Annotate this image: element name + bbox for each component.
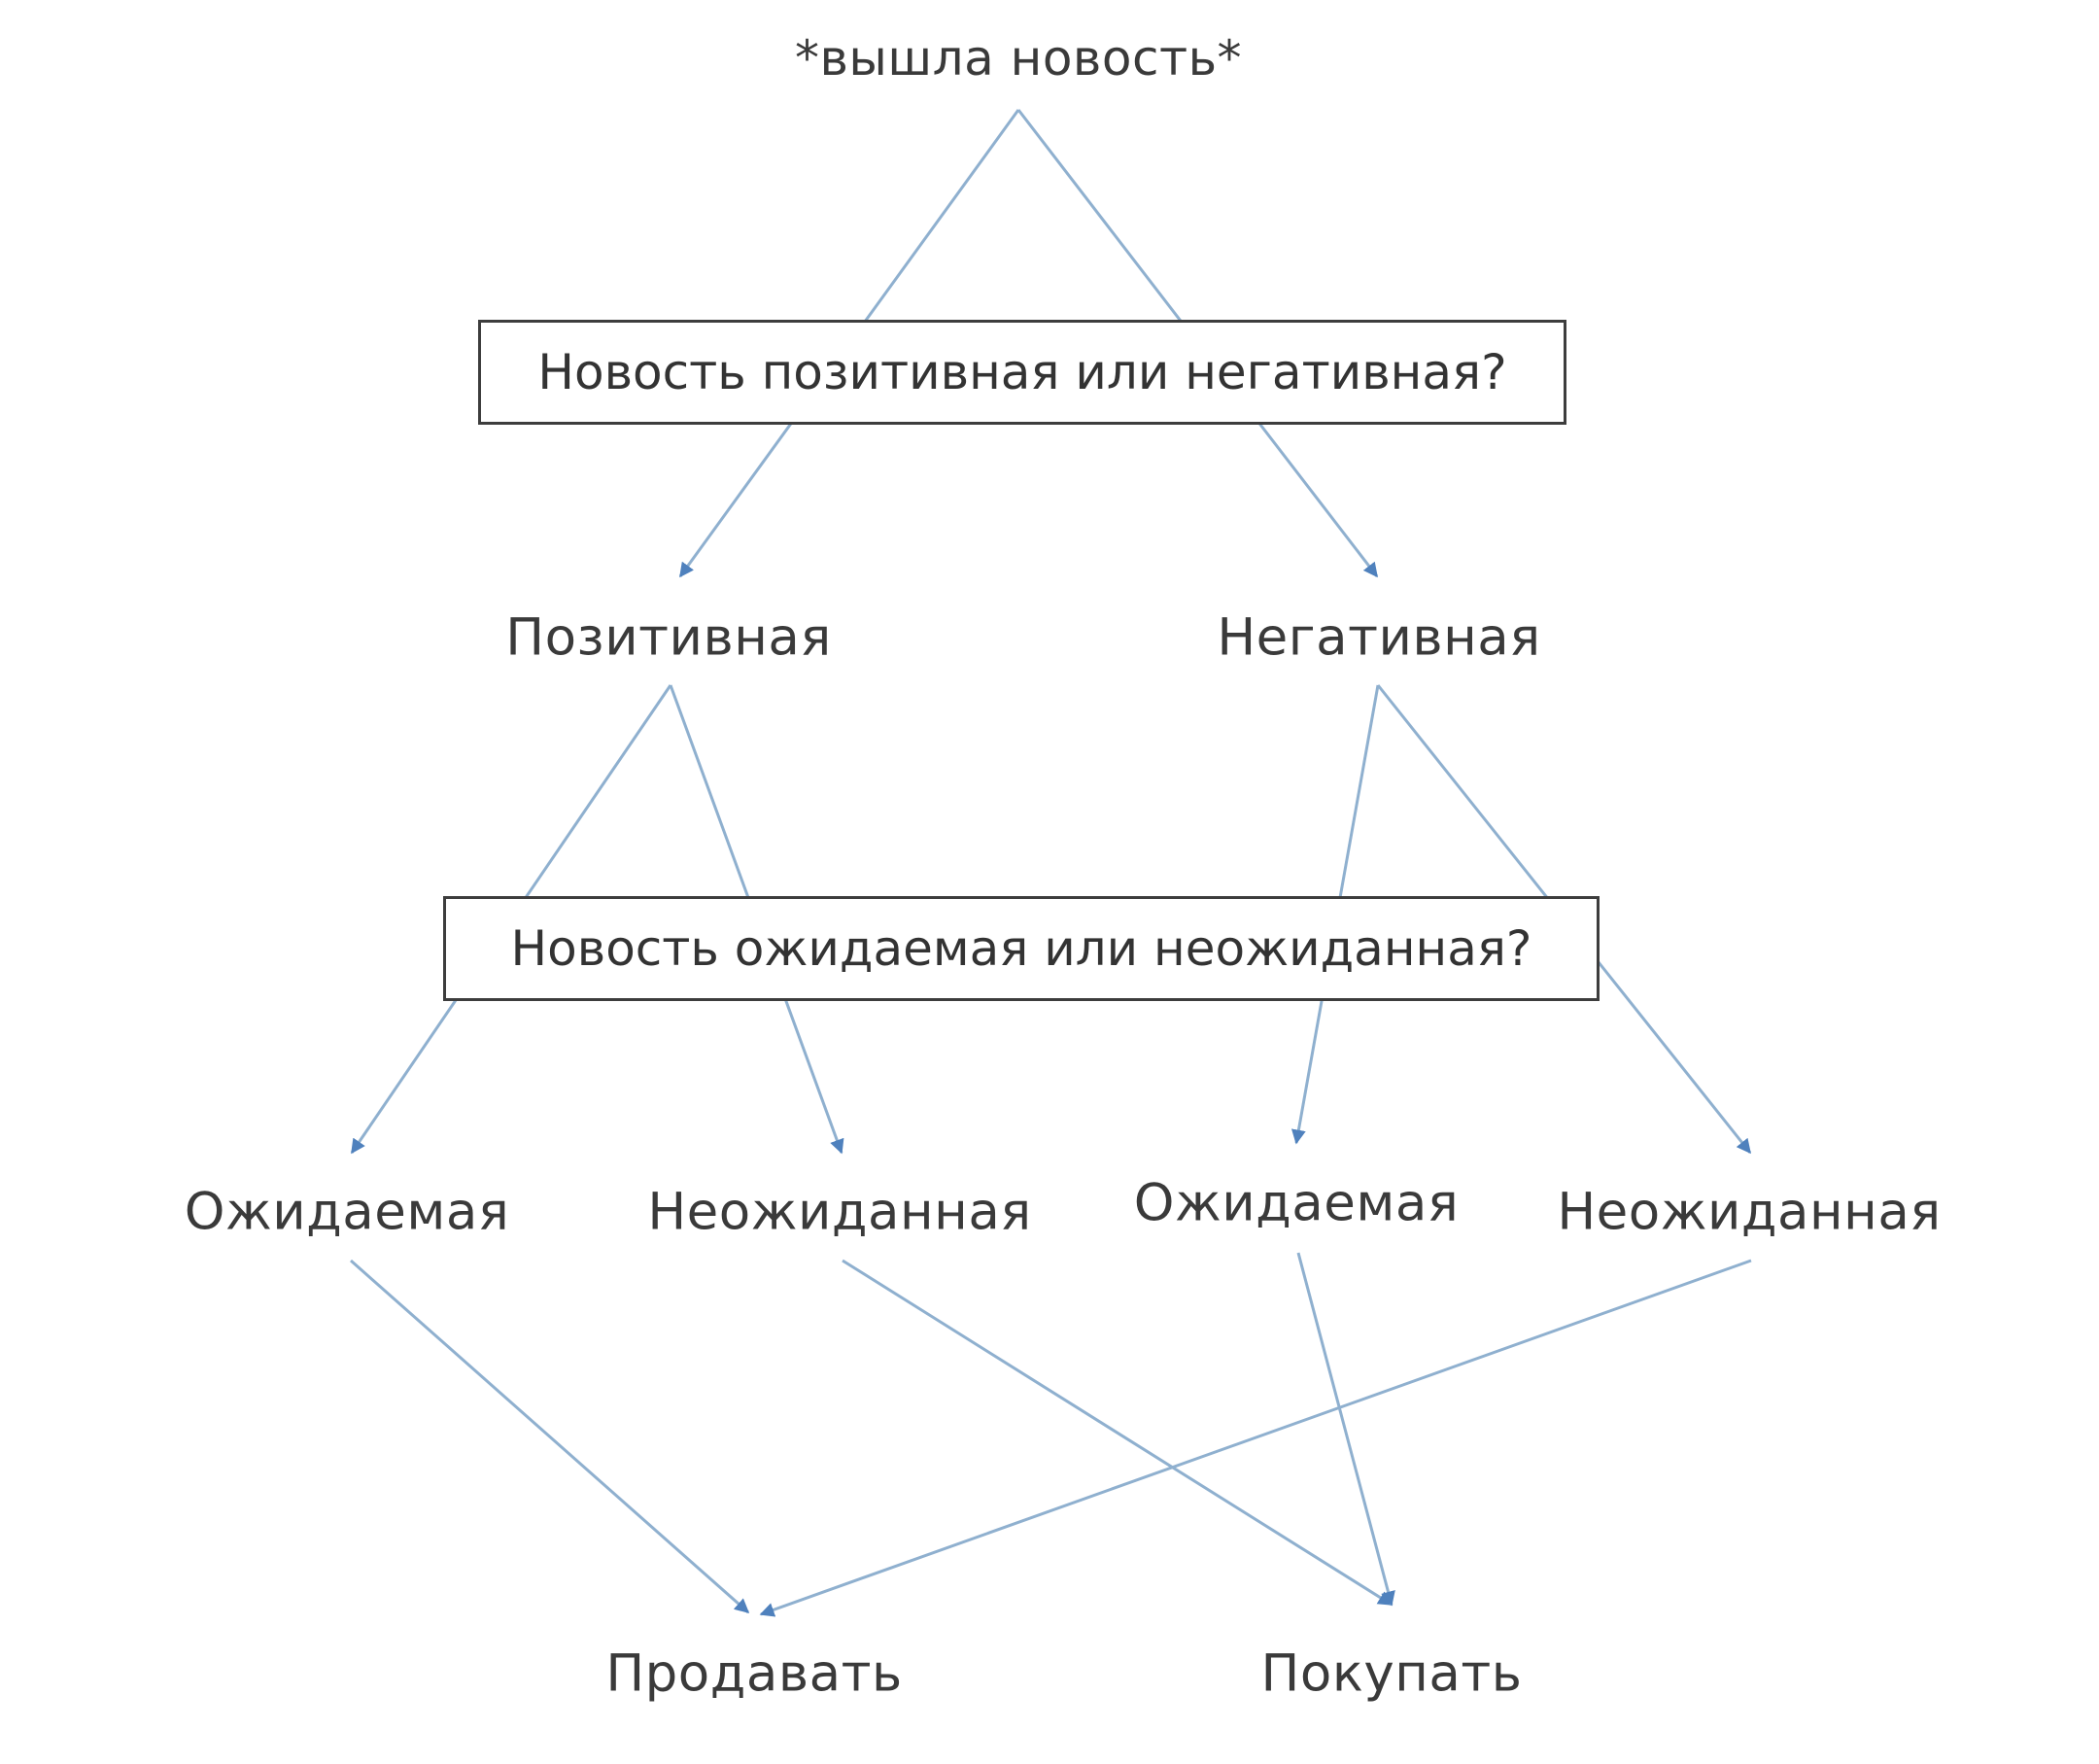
outcome-buy: Покупать (1260, 1643, 1523, 1704)
node-positive-unexpected: Неожиданная (647, 1182, 1032, 1242)
node-positive-expected: Ожидаемая (184, 1182, 510, 1242)
edge-neg-expected-to-buy (1296, 1252, 1395, 1607)
question-box-sentiment: Новость позитивная или негативная? (478, 320, 1566, 425)
node-positive: Позитивная (505, 607, 832, 668)
root-label: *вышла новость* (794, 30, 1243, 86)
node-negative-unexpected: Неожиданная (1557, 1182, 1942, 1242)
question-expectation-text: Новость ожидаемая или неожиданная? (510, 920, 1532, 977)
question-sentiment-text: Новость позитивная или негативная? (537, 344, 1507, 400)
edge-neg-unexpected-to-sell (759, 1259, 1752, 1617)
node-negative: Негативная (1217, 607, 1541, 668)
question-box-expectation: Новость ожидаемая или неожиданная? (443, 896, 1600, 1001)
node-negative-expected: Ожидаемая (1133, 1173, 1460, 1233)
edge-pos-expected-to-sell (350, 1259, 750, 1614)
edge-pos-unexpected-to-buy (842, 1259, 1394, 1607)
outcome-sell: Продавать (605, 1643, 903, 1704)
